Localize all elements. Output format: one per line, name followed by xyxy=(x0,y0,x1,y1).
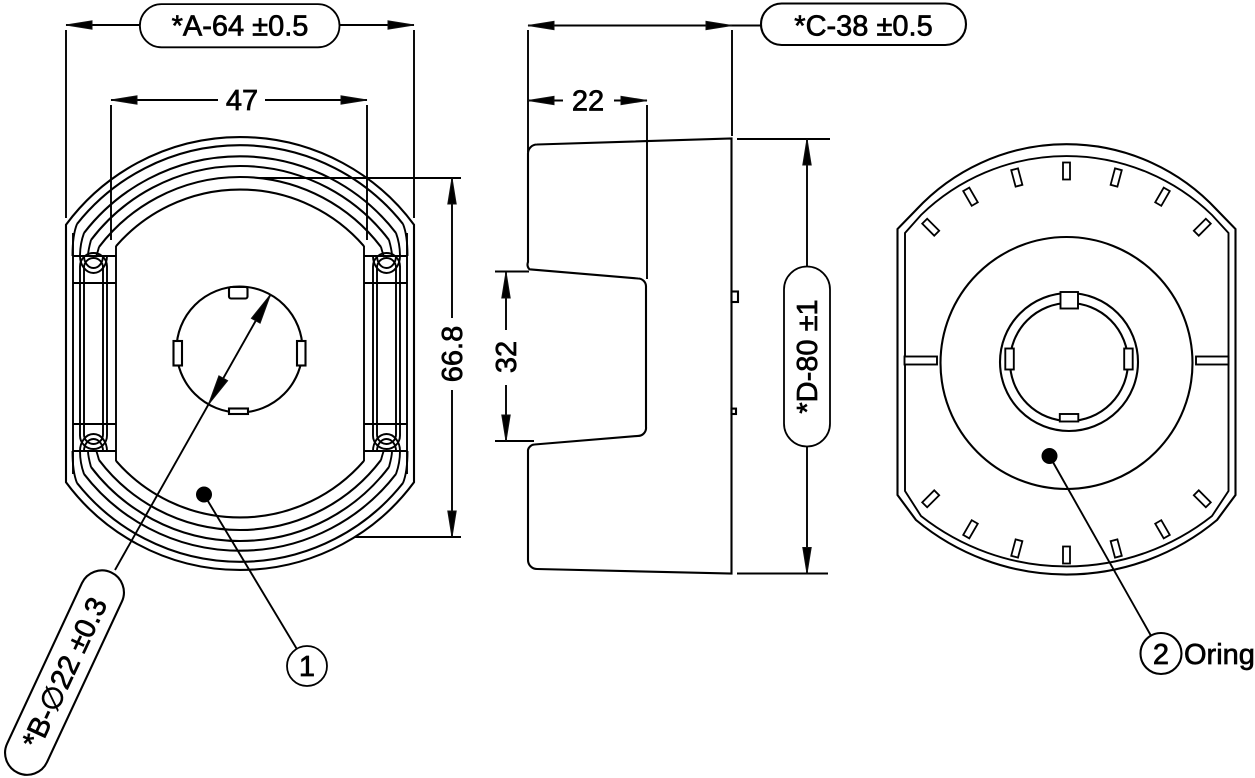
svg-text:*A-64 ±0.5: *A-64 ±0.5 xyxy=(172,11,309,43)
svg-text:Oring: Oring xyxy=(1184,639,1255,671)
svg-text:22: 22 xyxy=(572,86,604,118)
svg-text:*D-80 ±1: *D-80 ±1 xyxy=(792,299,824,413)
svg-text:1: 1 xyxy=(299,651,315,683)
svg-text:*C-38 ±0.5: *C-38 ±0.5 xyxy=(794,11,932,43)
svg-text:47: 47 xyxy=(226,85,258,117)
svg-text:32: 32 xyxy=(491,341,523,373)
svg-text:66.8: 66.8 xyxy=(437,326,469,382)
svg-text:2: 2 xyxy=(1153,639,1169,671)
